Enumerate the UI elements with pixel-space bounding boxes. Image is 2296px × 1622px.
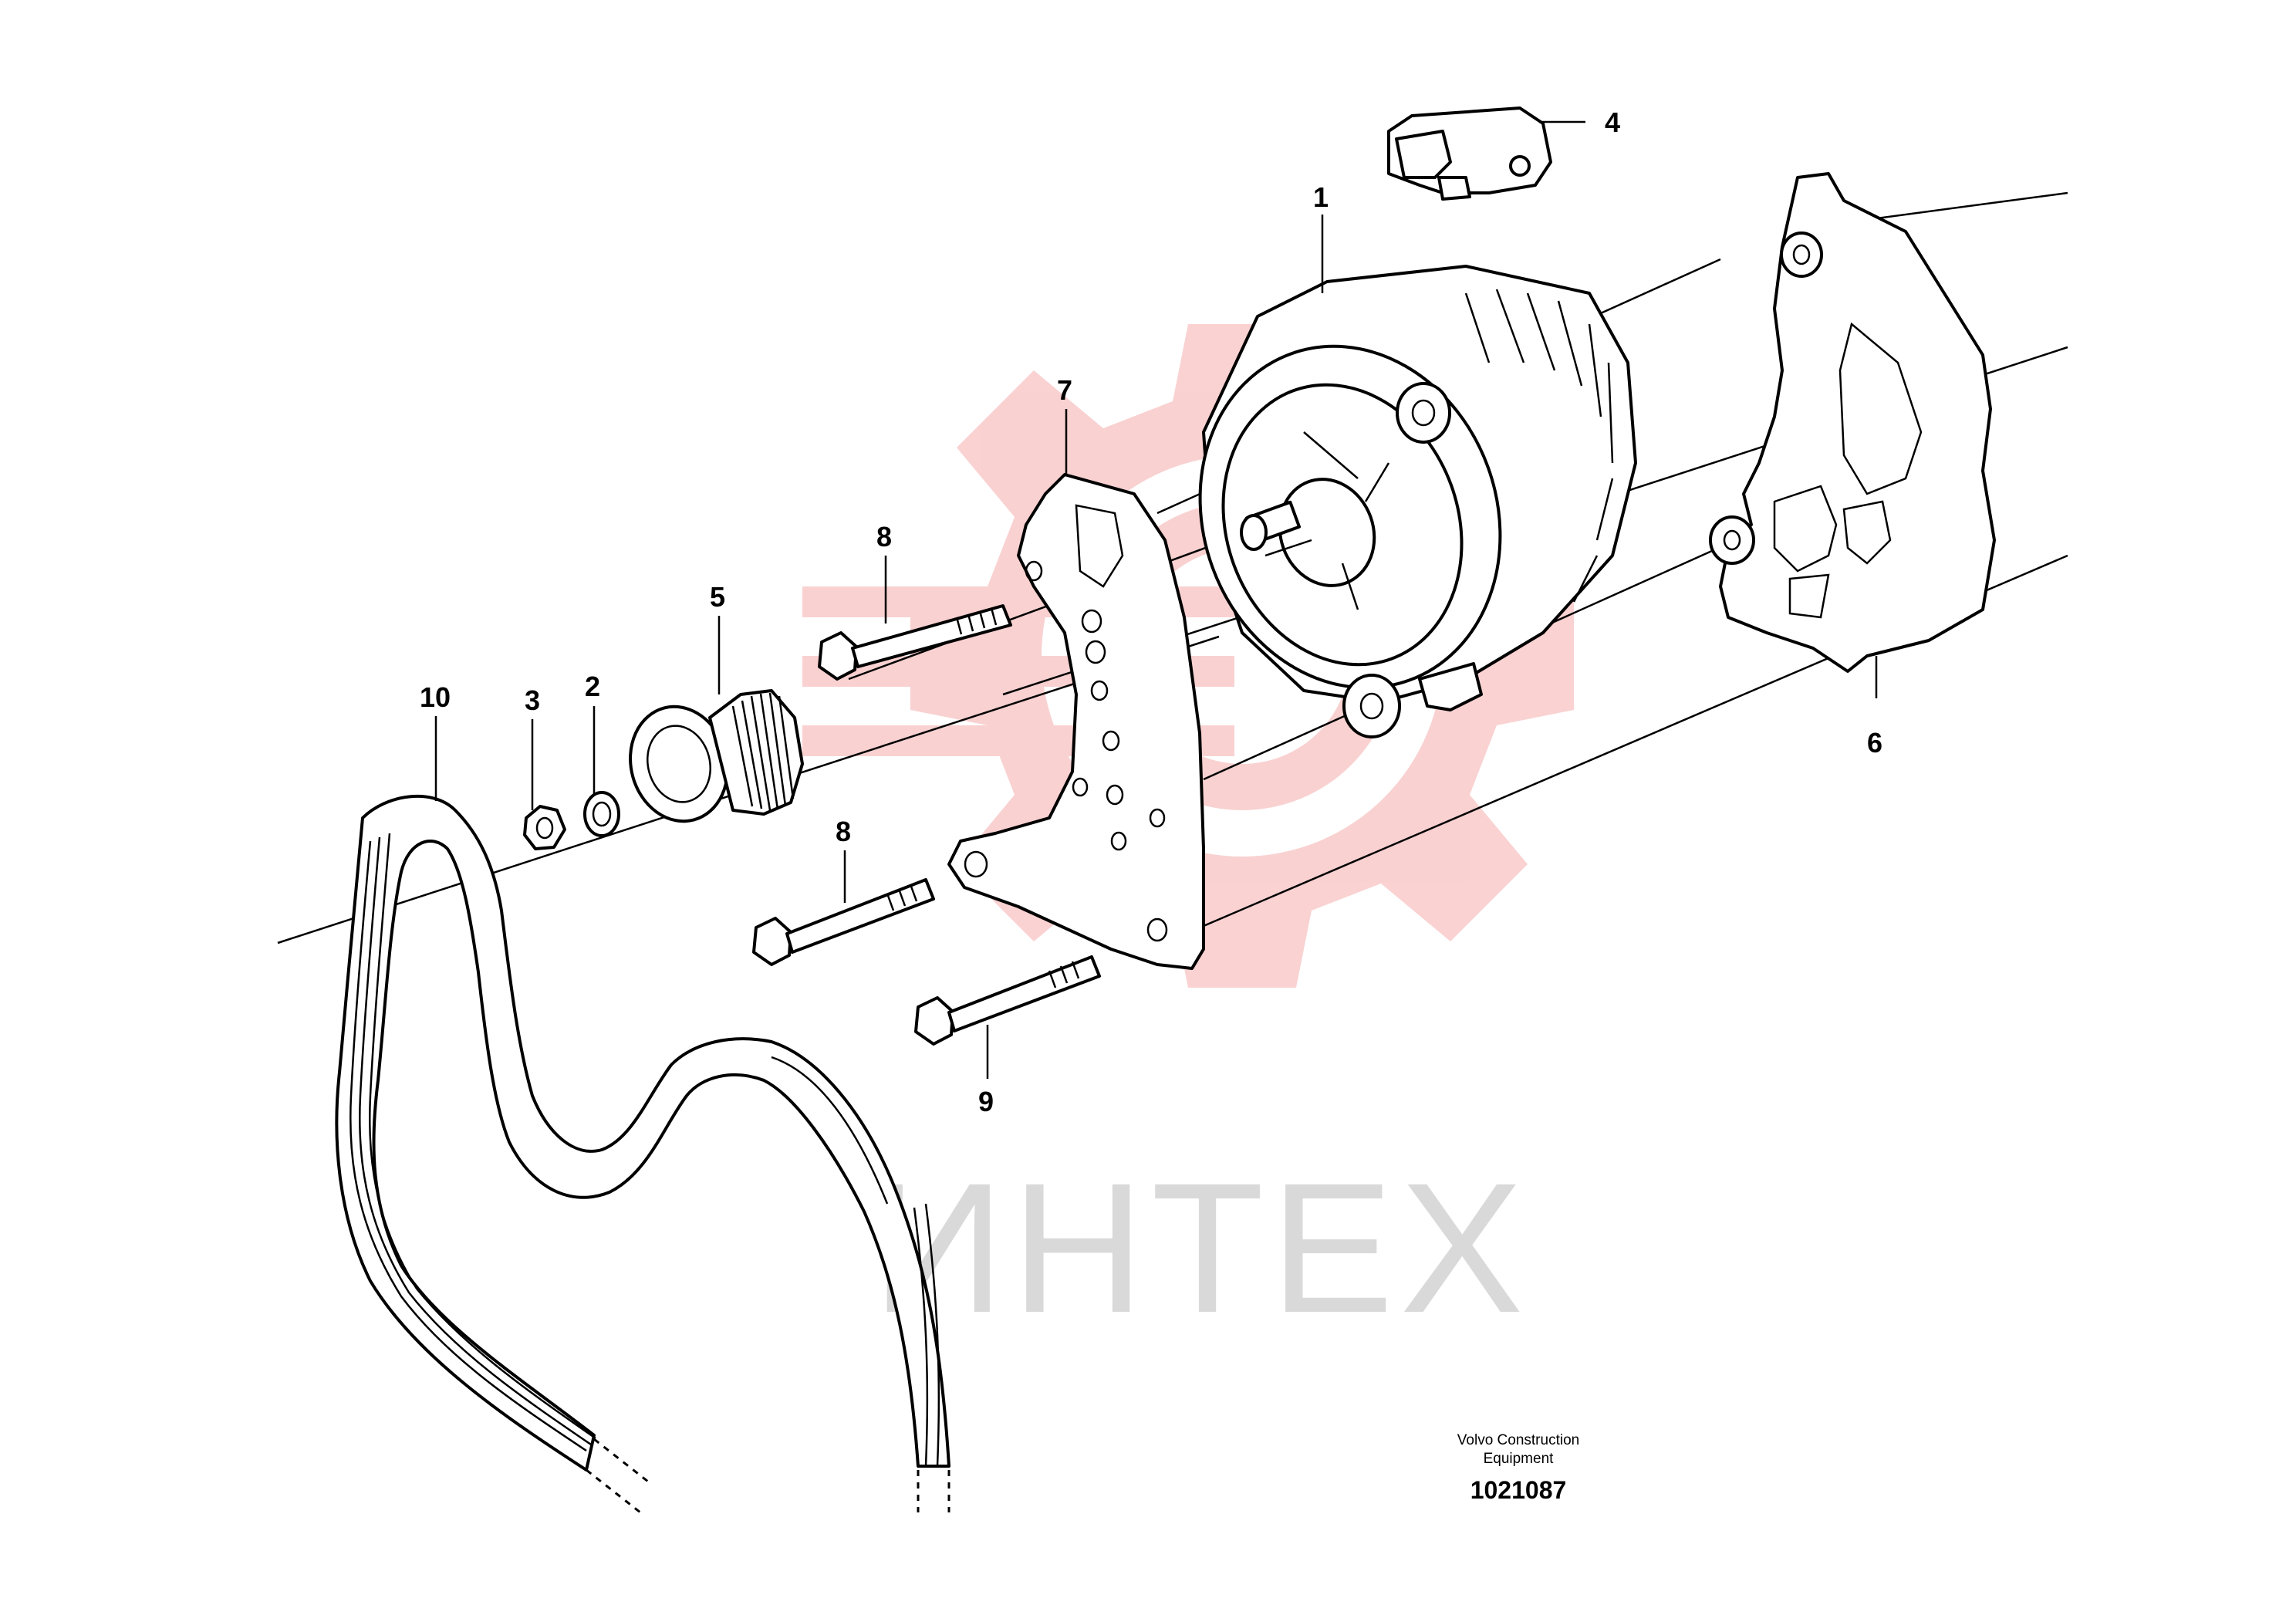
company-name-line1: Volvo Construction xyxy=(1457,1432,1579,1448)
callout-9: 9 xyxy=(978,1086,994,1117)
bolt-icon xyxy=(752,878,935,966)
callout-5: 5 xyxy=(710,581,725,613)
drive-belt-icon xyxy=(335,794,950,1514)
watermark-text: ИНТЕХ xyxy=(872,1144,1530,1351)
drawing-number: 1021087 xyxy=(1470,1476,1567,1504)
bolt-icon xyxy=(914,955,1101,1046)
alternator-icon xyxy=(1198,265,1637,738)
bracket-plate-icon xyxy=(947,473,1205,970)
callout-8-upper: 8 xyxy=(876,521,892,552)
company-name-line2: Equipment xyxy=(1484,1451,1555,1467)
bolt-icon xyxy=(818,604,1012,681)
callout-10: 10 xyxy=(420,681,451,713)
callout-4: 4 xyxy=(1605,106,1620,138)
callout-2: 2 xyxy=(585,671,600,702)
footer: Volvo Construction Equipment 1021087 xyxy=(1457,1432,1579,1504)
washer-icon xyxy=(583,791,620,837)
mounting-bracket-icon xyxy=(1709,172,1996,673)
voltage-regulator-icon xyxy=(1387,106,1552,201)
callout-8-lower: 8 xyxy=(836,816,851,847)
callout-1: 1 xyxy=(1313,181,1329,213)
callout-7: 7 xyxy=(1057,374,1072,406)
leader-lines xyxy=(434,120,1878,1079)
callout-6: 6 xyxy=(1867,727,1882,759)
nut-icon xyxy=(523,805,566,850)
callouts: 1 2 3 4 5 6 7 8 8 9 10 xyxy=(420,106,1882,1117)
callout-3: 3 xyxy=(525,684,540,716)
pulley-icon xyxy=(629,689,804,823)
